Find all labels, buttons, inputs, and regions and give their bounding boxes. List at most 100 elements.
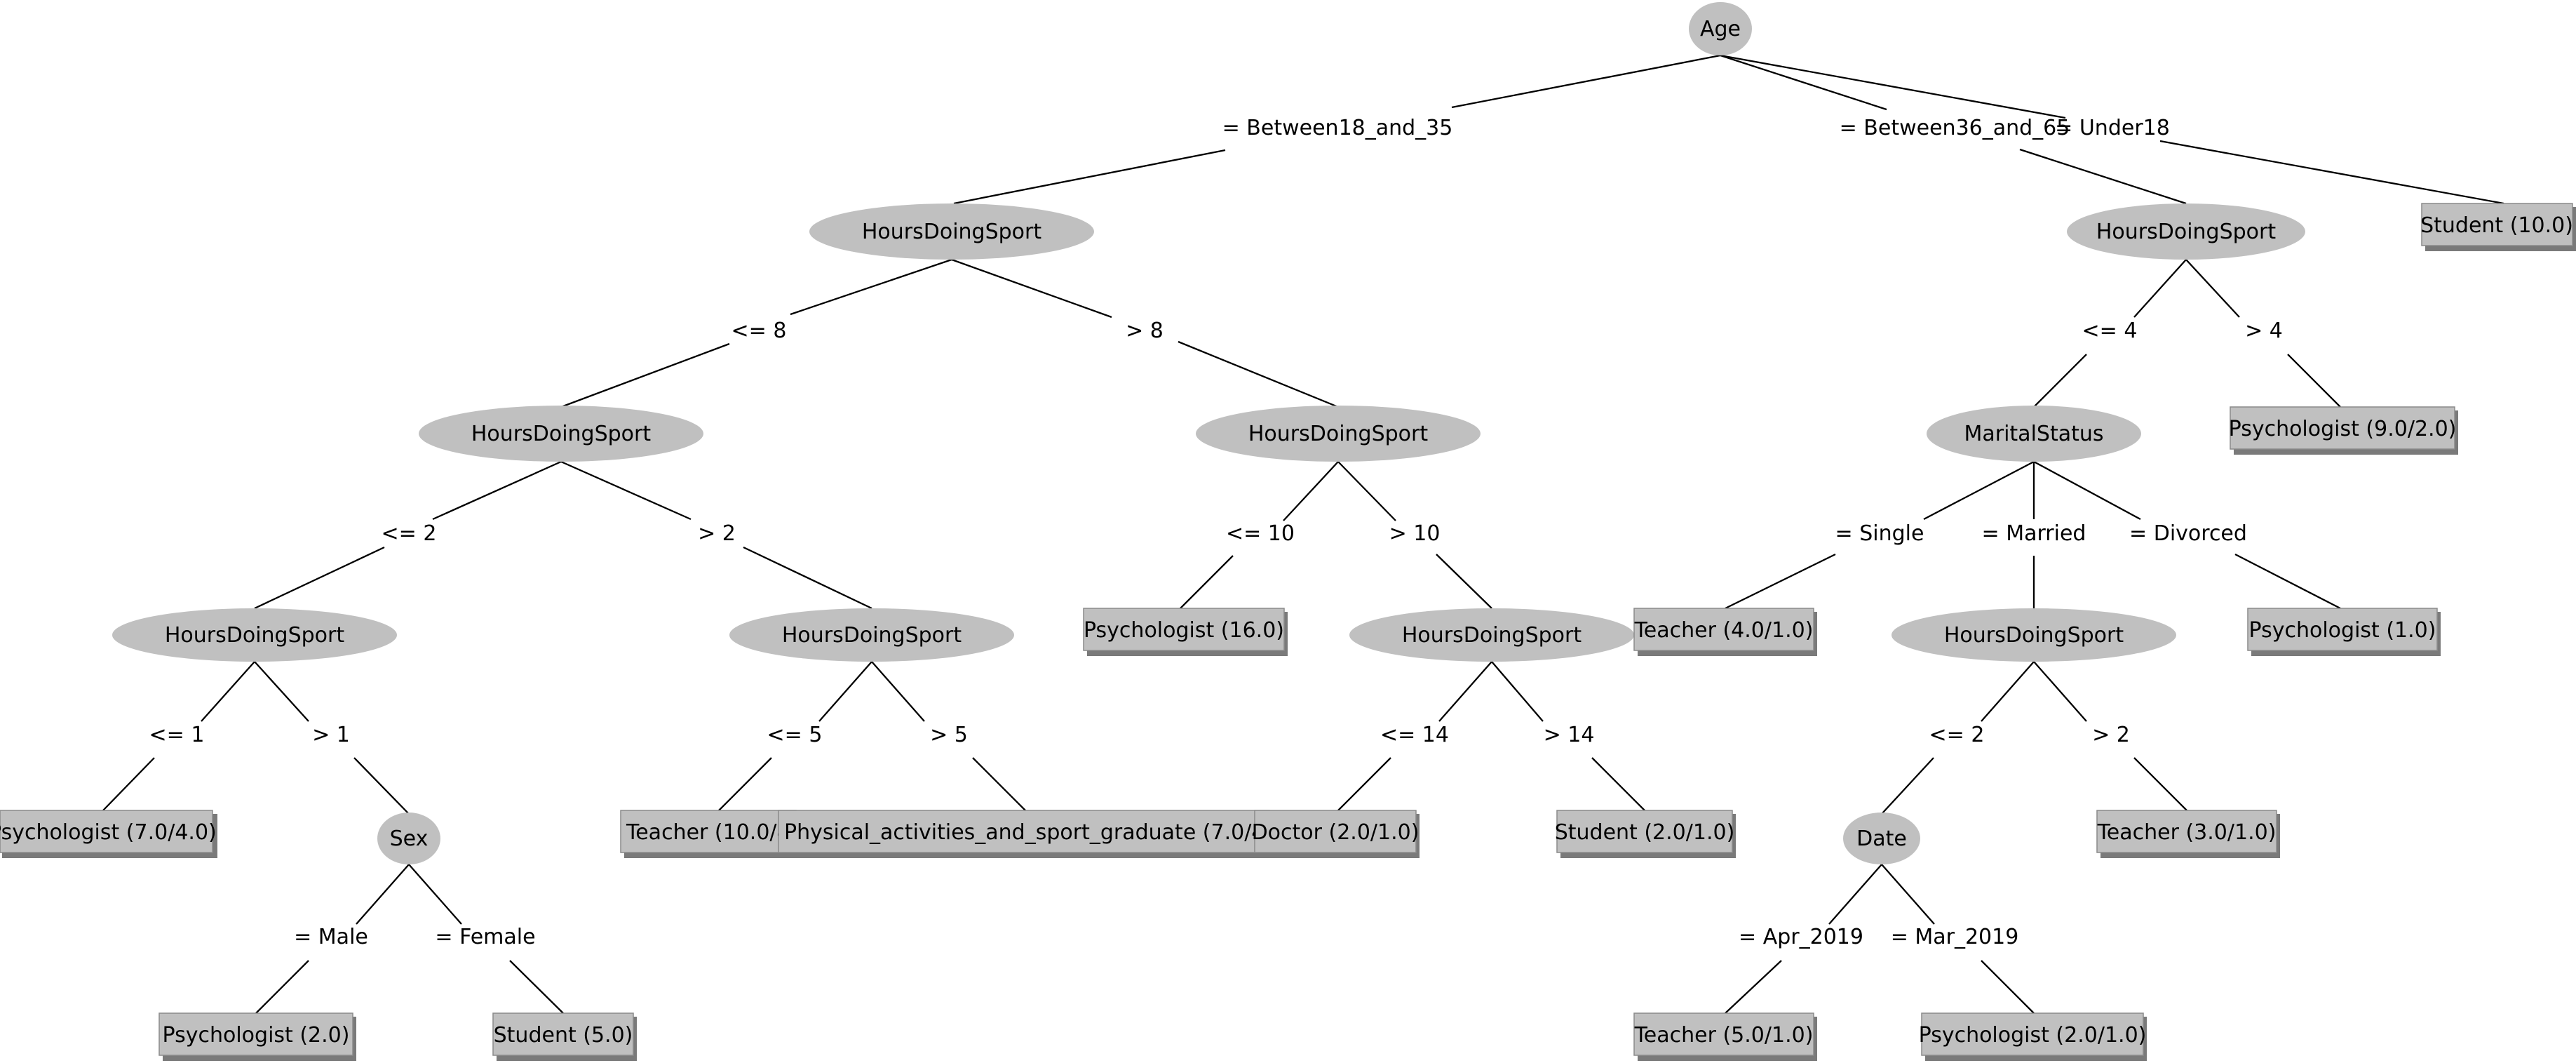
node-age: Age bbox=[1689, 2, 1752, 55]
leaf-psychologist-7-4: Psychologist (7.0/4.0) bbox=[0, 810, 217, 858]
edge-label: > 14 bbox=[1544, 723, 1595, 747]
edge-label: <= 14 bbox=[1380, 723, 1449, 747]
edge-age-between36-65 bbox=[1720, 54, 2187, 205]
leaf-label: Teacher (5.0/1.0) bbox=[1634, 1023, 1814, 1048]
node-label: HoursDoingSport bbox=[1944, 623, 2124, 648]
leaf-label: Student (5.0) bbox=[494, 1023, 633, 1048]
edge-le4: <= 4 bbox=[2033, 259, 2187, 408]
leaf-label: Psychologist (7.0/4.0) bbox=[0, 820, 217, 845]
edge-single: = Single bbox=[1725, 460, 2035, 610]
edge-label: = Apr_2019 bbox=[1739, 925, 1863, 949]
node-date: Date bbox=[1843, 813, 1920, 864]
edge-married: = Married bbox=[1982, 462, 2086, 608]
node-sex: Sex bbox=[377, 813, 440, 864]
edge-label: <= 10 bbox=[1226, 521, 1295, 546]
edge-label: <= 1 bbox=[149, 723, 205, 747]
edge-le1: <= 1 bbox=[102, 661, 255, 811]
edge-mar-2019: = Mar_2019 bbox=[1881, 864, 2035, 1014]
leaf-teacher-5-1: Teacher (5.0/1.0) bbox=[1633, 1012, 1817, 1061]
leaf-psychologist-16: Psychologist (16.0) bbox=[1083, 608, 1288, 656]
node-hoursdoingsport-18-35: HoursDoingSport bbox=[809, 203, 1094, 260]
edge-le10: <= 10 bbox=[1180, 461, 1339, 609]
node-label: HoursDoingSport bbox=[471, 422, 652, 446]
edge-label: = Married bbox=[1982, 521, 2086, 546]
node-hoursdoingsport-le8: HoursDoingSport bbox=[419, 406, 703, 462]
node-label: Sex bbox=[390, 827, 429, 851]
edge-label: <= 2 bbox=[382, 521, 437, 546]
leaf-psychologist-2: Psychologist (2.0) bbox=[159, 1012, 356, 1061]
leaf-label: Psychologist (9.0/2.0) bbox=[2229, 417, 2457, 441]
leaf-label: Physical_activities_and_sport_graduate (… bbox=[784, 820, 1293, 845]
edge-apr-2019: = Apr_2019 bbox=[1725, 864, 1882, 1014]
edge-label: = Divorced bbox=[2129, 521, 2247, 546]
node-label: HoursDoingSport bbox=[782, 623, 962, 648]
edge-le8: <= 8 bbox=[560, 258, 952, 408]
edge-label: > 2 bbox=[698, 521, 736, 546]
edge-label: > 5 bbox=[930, 723, 968, 747]
edge-gt5: > 5 bbox=[871, 661, 1026, 811]
leaf-label: Psychologist (16.0) bbox=[1084, 618, 1284, 643]
edge-gt8: > 8 bbox=[951, 258, 1339, 408]
leaf-teacher-4-1: Teacher (4.0/1.0) bbox=[1633, 608, 1817, 656]
node-hoursdoingsport-gt10: HoursDoingSport bbox=[1349, 608, 1634, 662]
edge-label: > 10 bbox=[1389, 521, 1441, 546]
leaf-label: Doctor (2.0/1.0) bbox=[1252, 820, 1420, 845]
edge-label: > 4 bbox=[2245, 319, 2283, 343]
edge-married-gt2: > 2 bbox=[2033, 661, 2187, 811]
edge-le2: <= 2 bbox=[254, 460, 562, 610]
edge-gt10: > 10 bbox=[1337, 461, 1492, 609]
leaf-doctor: Doctor (2.0/1.0) bbox=[1252, 810, 1420, 858]
edge-label: = Between18_and_35 bbox=[1222, 116, 1453, 140]
edge-label: > 2 bbox=[2092, 723, 2130, 747]
leaf-teacher-10-4: Teacher (10.0/4.0) bbox=[620, 810, 818, 858]
leaves-layer: Psychologist (7.0/4.0) Psychologist (2.0… bbox=[0, 203, 2576, 1061]
node-label: Date bbox=[1856, 827, 1907, 851]
node-label: HoursDoingSport bbox=[1248, 422, 1429, 446]
edge-divorced: = Divorced bbox=[2033, 460, 2341, 610]
leaf-label: Teacher (4.0/1.0) bbox=[1634, 618, 1814, 643]
edge-gt4: > 4 bbox=[2185, 259, 2341, 408]
edge-label: <= 4 bbox=[2082, 319, 2138, 343]
edge-label: = Male bbox=[294, 925, 368, 949]
edge-label: > 1 bbox=[312, 723, 350, 747]
node-maritalstatus: MaritalStatus bbox=[1927, 406, 2141, 462]
edge-label: <= 5 bbox=[767, 723, 823, 747]
leaf-label: Student (10.0) bbox=[2420, 213, 2573, 238]
leaf-psychologist-2-1: Psychologist (2.0/1.0) bbox=[1919, 1012, 2147, 1061]
edge-le5: <= 5 bbox=[718, 661, 872, 811]
leaf-teacher-3-1: Teacher (3.0/1.0) bbox=[2096, 810, 2280, 858]
edge-label: = Mar_2019 bbox=[1891, 925, 2019, 949]
leaf-psychologist-9-2: Psychologist (9.0/2.0) bbox=[2229, 406, 2458, 455]
leaf-student-5: Student (5.0) bbox=[492, 1012, 637, 1061]
edge-label: > 8 bbox=[1126, 319, 1164, 343]
leaf-psychologist-1: Psychologist (1.0) bbox=[2247, 608, 2441, 656]
leaf-label: Psychologist (2.0) bbox=[163, 1023, 350, 1048]
leaf-label: Student (2.0/1.0) bbox=[1555, 820, 1735, 845]
edge-le14: <= 14 bbox=[1337, 661, 1492, 811]
node-label: HoursDoingSport bbox=[862, 220, 1042, 244]
edge-gt2: > 2 bbox=[560, 460, 872, 610]
edge-male: = Male bbox=[255, 864, 410, 1014]
edges-layer: = Between18_and_35 = Between36_and_65 = … bbox=[102, 54, 2504, 1014]
node-hoursdoingsport-gt8: HoursDoingSport bbox=[1196, 406, 1481, 462]
leaf-student-2-1: Student (2.0/1.0) bbox=[1555, 810, 1736, 858]
leaf-label: Psychologist (1.0) bbox=[2249, 618, 2436, 643]
leaf-student-10: Student (10.0) bbox=[2420, 203, 2576, 251]
node-hoursdoingsport-gt2: HoursDoingSport bbox=[729, 608, 1014, 662]
edge-label: <= 8 bbox=[731, 319, 787, 343]
edge-female: = Female bbox=[408, 864, 564, 1014]
node-hoursdoingsport-le2: HoursDoingSport bbox=[112, 608, 397, 662]
node-label: HoursDoingSport bbox=[2096, 220, 2277, 244]
edge-age-under18 bbox=[1720, 54, 2504, 205]
node-hoursdoingsport-36-65: HoursDoingSport bbox=[2067, 203, 2305, 260]
leaf-physical-activities-graduate: Physical_activities_and_sport_graduate (… bbox=[778, 810, 1293, 858]
edge-label-between36-65: = Between36_and_65 bbox=[1840, 116, 2070, 140]
edge-gt14: > 14 bbox=[1491, 661, 1645, 811]
edge-label-under18: = Under18 bbox=[2055, 116, 2170, 140]
edge-gt1: > 1 bbox=[254, 661, 410, 815]
edge-married-le2: <= 2 bbox=[1881, 661, 2035, 815]
edge-age-between18-35: = Between18_and_35 bbox=[953, 54, 1721, 205]
node-label: HoursDoingSport bbox=[165, 623, 345, 648]
node-label: MaritalStatus bbox=[1964, 422, 2103, 446]
